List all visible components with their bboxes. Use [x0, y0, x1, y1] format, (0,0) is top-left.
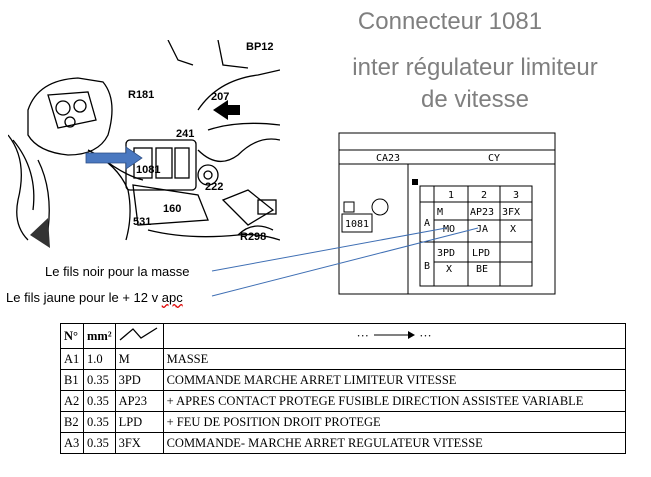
cell-pin: B2 — [60, 411, 84, 433]
pin-b1-color: X — [446, 264, 452, 275]
cell-code: M — [114, 348, 164, 370]
label-1081: 1081 — [136, 164, 160, 176]
wire-icon — [119, 327, 157, 341]
cell-description: COMMANDE- MARCHE ARRET REGULATEUR VITESS… — [162, 432, 626, 454]
cell-section: 0.35 — [83, 390, 116, 412]
header-no: N° — [60, 323, 84, 349]
pin-a1-code: M — [437, 207, 443, 218]
note-yellow-wire-apc: apc — [161, 290, 183, 305]
pin-b1-code: 3PD — [437, 248, 455, 259]
row-b: B — [424, 261, 430, 272]
pointer-arrow-icon — [85, 146, 143, 170]
label-r298: R298 — [240, 231, 266, 243]
header-desc-dots-right: ··· — [419, 328, 432, 343]
note-yellow-wire-text: Le fils jaune pour le + 12 v — [6, 290, 162, 305]
cell-section: 0.35 — [83, 432, 116, 454]
note-yellow-wire: Le fils jaune pour le + 12 v apc — [6, 290, 183, 305]
header-desc-dots: ··· — [356, 328, 369, 343]
pin-a3-code: 3FX — [502, 207, 520, 218]
cell-description: + FEU DE POSITION DROIT PROTEGE — [162, 411, 626, 433]
label-207: 207 — [211, 91, 229, 103]
pin-a2-code: AP23 — [470, 207, 494, 218]
header-wire-icon — [114, 323, 164, 349]
note-black-wire: Le fils noir pour la masse — [45, 264, 190, 279]
connector-header-right: CY — [488, 153, 500, 164]
cell-section: 0.35 — [83, 369, 116, 391]
connector-pinout-diagram: CA23 CY 1081 1 2 3 A B M MO AP23 JA 3FX … — [338, 132, 556, 295]
title-connector-number: Connecteur 1081 — [357, 8, 543, 35]
label-r181: R181 — [128, 89, 154, 101]
pin-a2-color: JA — [476, 224, 488, 235]
cell-pin: B1 — [60, 369, 84, 391]
table-row: A2 0.35 AP23 + APRES CONTACT PROTEGE FUS… — [60, 390, 626, 412]
cell-pin: A2 — [60, 390, 84, 412]
cell-code: AP23 — [114, 390, 164, 412]
cell-section: 1.0 — [83, 348, 116, 370]
cell-description: + APRES CONTACT PROTEGE FUSIBLE DIRECTIO… — [162, 390, 626, 412]
pin-assignment-table: N° mm² ··· ··· A1 1.0 M MASSE B1 0.35 3P… — [60, 323, 626, 454]
table-row: A1 1.0 M MASSE — [60, 348, 626, 370]
title-description-line1: inter régulateur limiteur — [352, 54, 598, 81]
cell-code: 3PD — [114, 369, 164, 391]
cell-section: 0.35 — [83, 411, 116, 433]
table-row: B2 0.35 LPD + FEU DE POSITION DROIT PROT… — [60, 411, 626, 433]
label-bp12: BP12 — [246, 41, 274, 53]
connector-header-left: CA23 — [376, 153, 400, 164]
arrow-207-icon — [213, 100, 240, 120]
label-241: 241 — [176, 128, 194, 140]
engine-bay-illustration: BP12 R181 207 241 1081 222 160 531 R298 — [8, 40, 280, 255]
header-mm2: mm² — [83, 323, 116, 349]
title-description: inter régulateur limiteur de vitesse — [320, 52, 630, 116]
table-row: A3 0.35 3FX COMMANDE- MARCHE ARRET REGUL… — [60, 432, 626, 454]
pin-b2-color: BE — [476, 264, 488, 275]
label-160: 160 — [163, 203, 181, 215]
label-531: 531 — [133, 216, 151, 228]
label-222: 222 — [205, 181, 223, 193]
connector-id: 1081 — [345, 219, 369, 230]
cell-code: LPD — [114, 411, 164, 433]
header-description: ··· ··· — [162, 323, 626, 349]
table-row: B1 0.35 3PD COMMANDE MARCHE ARRET LIMITE… — [60, 369, 626, 391]
cell-pin: A1 — [60, 348, 84, 370]
col-3: 3 — [513, 190, 519, 201]
arrow-right-icon — [374, 330, 416, 339]
cell-pin: A3 — [60, 432, 84, 454]
pin-b2-code: LPD — [472, 248, 490, 259]
cell-description: MASSE — [162, 348, 626, 370]
col-2: 2 — [481, 190, 487, 201]
pin-a1-color: MO — [443, 224, 455, 235]
col-1: 1 — [448, 190, 454, 201]
title-description-line2: de vitesse — [420, 86, 530, 113]
row-a: A — [424, 218, 430, 229]
table-header-row: N° mm² ··· ··· — [60, 323, 626, 349]
cell-description: COMMANDE MARCHE ARRET LIMITEUR VITESSE — [162, 369, 626, 391]
pin-a3-color: X — [510, 224, 516, 235]
cell-code: 3FX — [114, 432, 164, 454]
